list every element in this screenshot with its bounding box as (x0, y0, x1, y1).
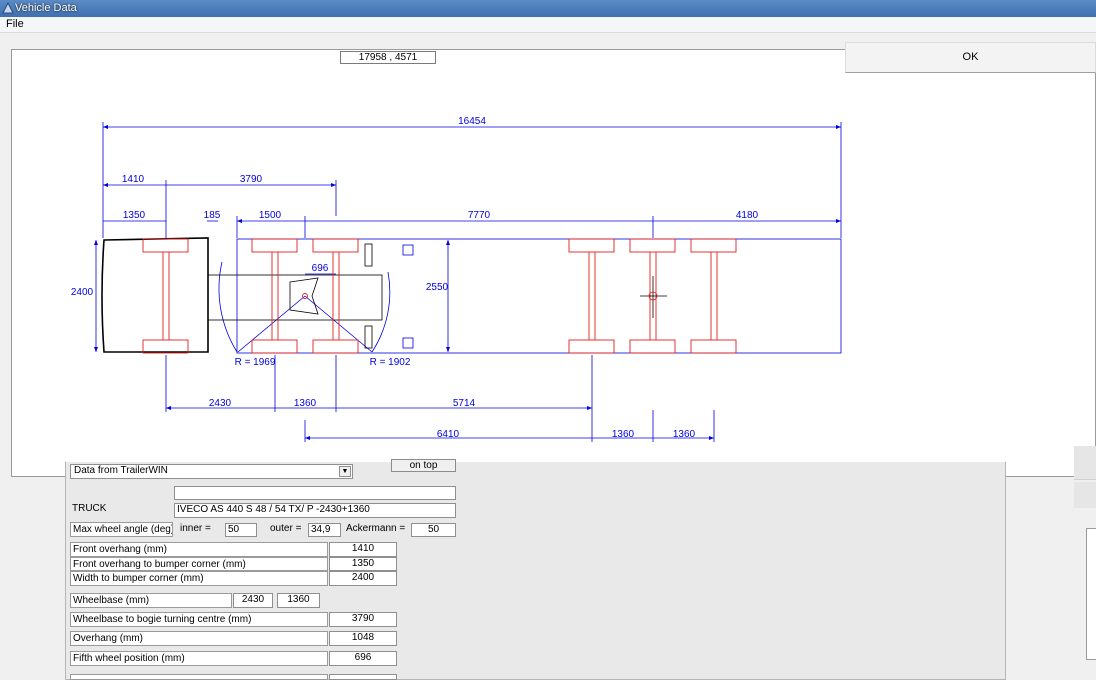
truck-label: TRUCK (72, 503, 107, 514)
data-source-select[interactable]: Data from TrailerWIN ▼ (70, 464, 353, 479)
wb-bogie-input[interactable]: 3790 (329, 612, 397, 627)
front-overhang-bumper-input[interactable]: 1350 (329, 557, 397, 571)
data-source-value: Data from TrailerWIN (74, 465, 168, 476)
dim-radius-inner: R = 1969 (235, 357, 276, 368)
fifth-wheel-label: Fifth wheel position (mm) (70, 651, 328, 666)
front-overhang-bumper-label: Front overhang to bumper corner (mm) (70, 557, 328, 571)
dim-trailer-wheelbase: 5714 (453, 398, 476, 409)
outer-label: outer = (270, 523, 302, 534)
dim-trailer-axle-2: 1360 (673, 429, 696, 440)
dimension-arrows (94, 125, 841, 440)
dim-trailer-rear: 4180 (736, 210, 759, 221)
dim-bogie-centre: 3790 (240, 174, 263, 185)
truck-name-input[interactable]: IVECO AS 440 S 48 / 54 TX/ P -2430+1360 (174, 503, 456, 518)
dim-bumper-corner: 1350 (123, 210, 146, 221)
side-button-1[interactable] (1074, 446, 1096, 480)
dim-wheelbase-1: 2430 (209, 398, 232, 409)
side-list[interactable] (1086, 528, 1096, 660)
dimension-labels: 16454 1410 3790 1350 185 1500 7770 4180 … (71, 116, 759, 440)
dim-fifth-wheel: 696 (312, 263, 329, 274)
side-toolbar (1074, 446, 1096, 680)
chevron-down-icon[interactable]: ▼ (339, 466, 351, 477)
front-overhang-label: Front overhang (mm) (70, 542, 328, 557)
overhang-label: Overhang (mm) (70, 631, 328, 646)
next-field-label (70, 674, 328, 680)
axles (142, 238, 737, 354)
fifth-wheel-input[interactable]: 696 (329, 651, 397, 666)
wb-bogie-label: Wheelbase to bogie turning centre (mm) (70, 612, 328, 627)
dim-trailer-total: 6410 (437, 429, 460, 440)
dim-wheelbase-2: 1360 (294, 398, 317, 409)
inner-angle-input[interactable]: 50 (225, 523, 257, 537)
ackermann-label: Ackermann = (346, 523, 406, 534)
next-field-input[interactable] (329, 674, 397, 680)
overhang-input[interactable]: 1048 (329, 631, 397, 646)
dim-trailer-middle: 7770 (468, 210, 491, 221)
menu-bar: File (0, 17, 1096, 33)
ackermann-input[interactable]: 50 (411, 523, 456, 537)
trailer-outline (236, 238, 842, 354)
front-overhang-input[interactable]: 1410 (329, 542, 397, 557)
width-bumper-label: Width to bumper corner (mm) (70, 571, 328, 586)
dimension-lines (95, 122, 842, 442)
title-bar: Vehicle Data (0, 0, 1096, 17)
width-bumper-input[interactable]: 2400 (329, 571, 397, 586)
side-button-2[interactable] (1074, 482, 1096, 508)
dim-trailer-width: 2550 (426, 282, 449, 293)
dim-trailer-axle-1: 1360 (612, 429, 635, 440)
wheelbase-input-2[interactable]: 1360 (277, 593, 320, 608)
window-title: Vehicle Data (15, 2, 77, 14)
dim-truck-width: 2400 (71, 287, 94, 298)
vehicle-body (101, 237, 383, 353)
inner-label: inner = (180, 523, 211, 534)
app-icon (2, 2, 14, 14)
dim-radius-outer: R = 1902 (370, 357, 411, 368)
name-input[interactable] (174, 486, 456, 500)
on-top-button[interactable]: on top (391, 459, 456, 472)
turning-centre-marker (640, 276, 667, 318)
dim-trailer-front: 1500 (259, 210, 282, 221)
dim-front-overhang: 1410 (122, 174, 145, 185)
ok-button[interactable]: OK (845, 42, 1096, 73)
max-wheel-angle-label: Max wheel angle (deg) (70, 522, 173, 537)
wheelbase-input-1[interactable]: 2430 (233, 593, 273, 608)
dim-overall-length: 16454 (458, 116, 486, 127)
outer-angle-input[interactable]: 34,9 (308, 523, 341, 537)
menu-file[interactable]: File (6, 18, 24, 30)
dim-fifth-offset: 185 (204, 210, 221, 221)
wheelbase-label: Wheelbase (mm) (70, 593, 232, 608)
coordinate-readout: 17958 , 4571 (340, 51, 436, 64)
